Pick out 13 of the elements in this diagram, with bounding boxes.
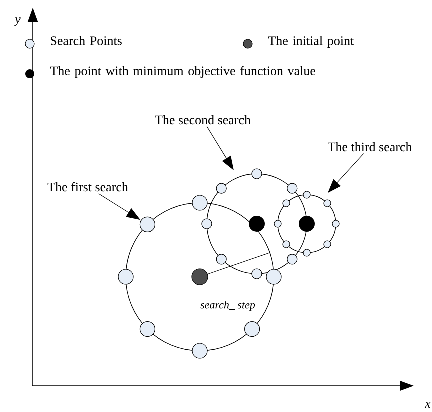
leader-arrow (206, 126, 234, 170)
search-circle (206, 174, 308, 274)
annotation-text: The third search (328, 142, 412, 152)
dimension-label: search_ step (200, 300, 256, 312)
legend-text: The point with minimum objective function value (50, 66, 316, 78)
legend-text: The initial point (268, 36, 354, 48)
search-circle (278, 194, 336, 254)
annotation-text: The first search (48, 182, 128, 192)
axis-label: y (14, 18, 21, 26)
legend-text: Search Points (51, 36, 122, 46)
annotation-text: The second search (155, 115, 251, 125)
search-circle (126, 202, 274, 352)
axis-label: x (424, 402, 431, 408)
